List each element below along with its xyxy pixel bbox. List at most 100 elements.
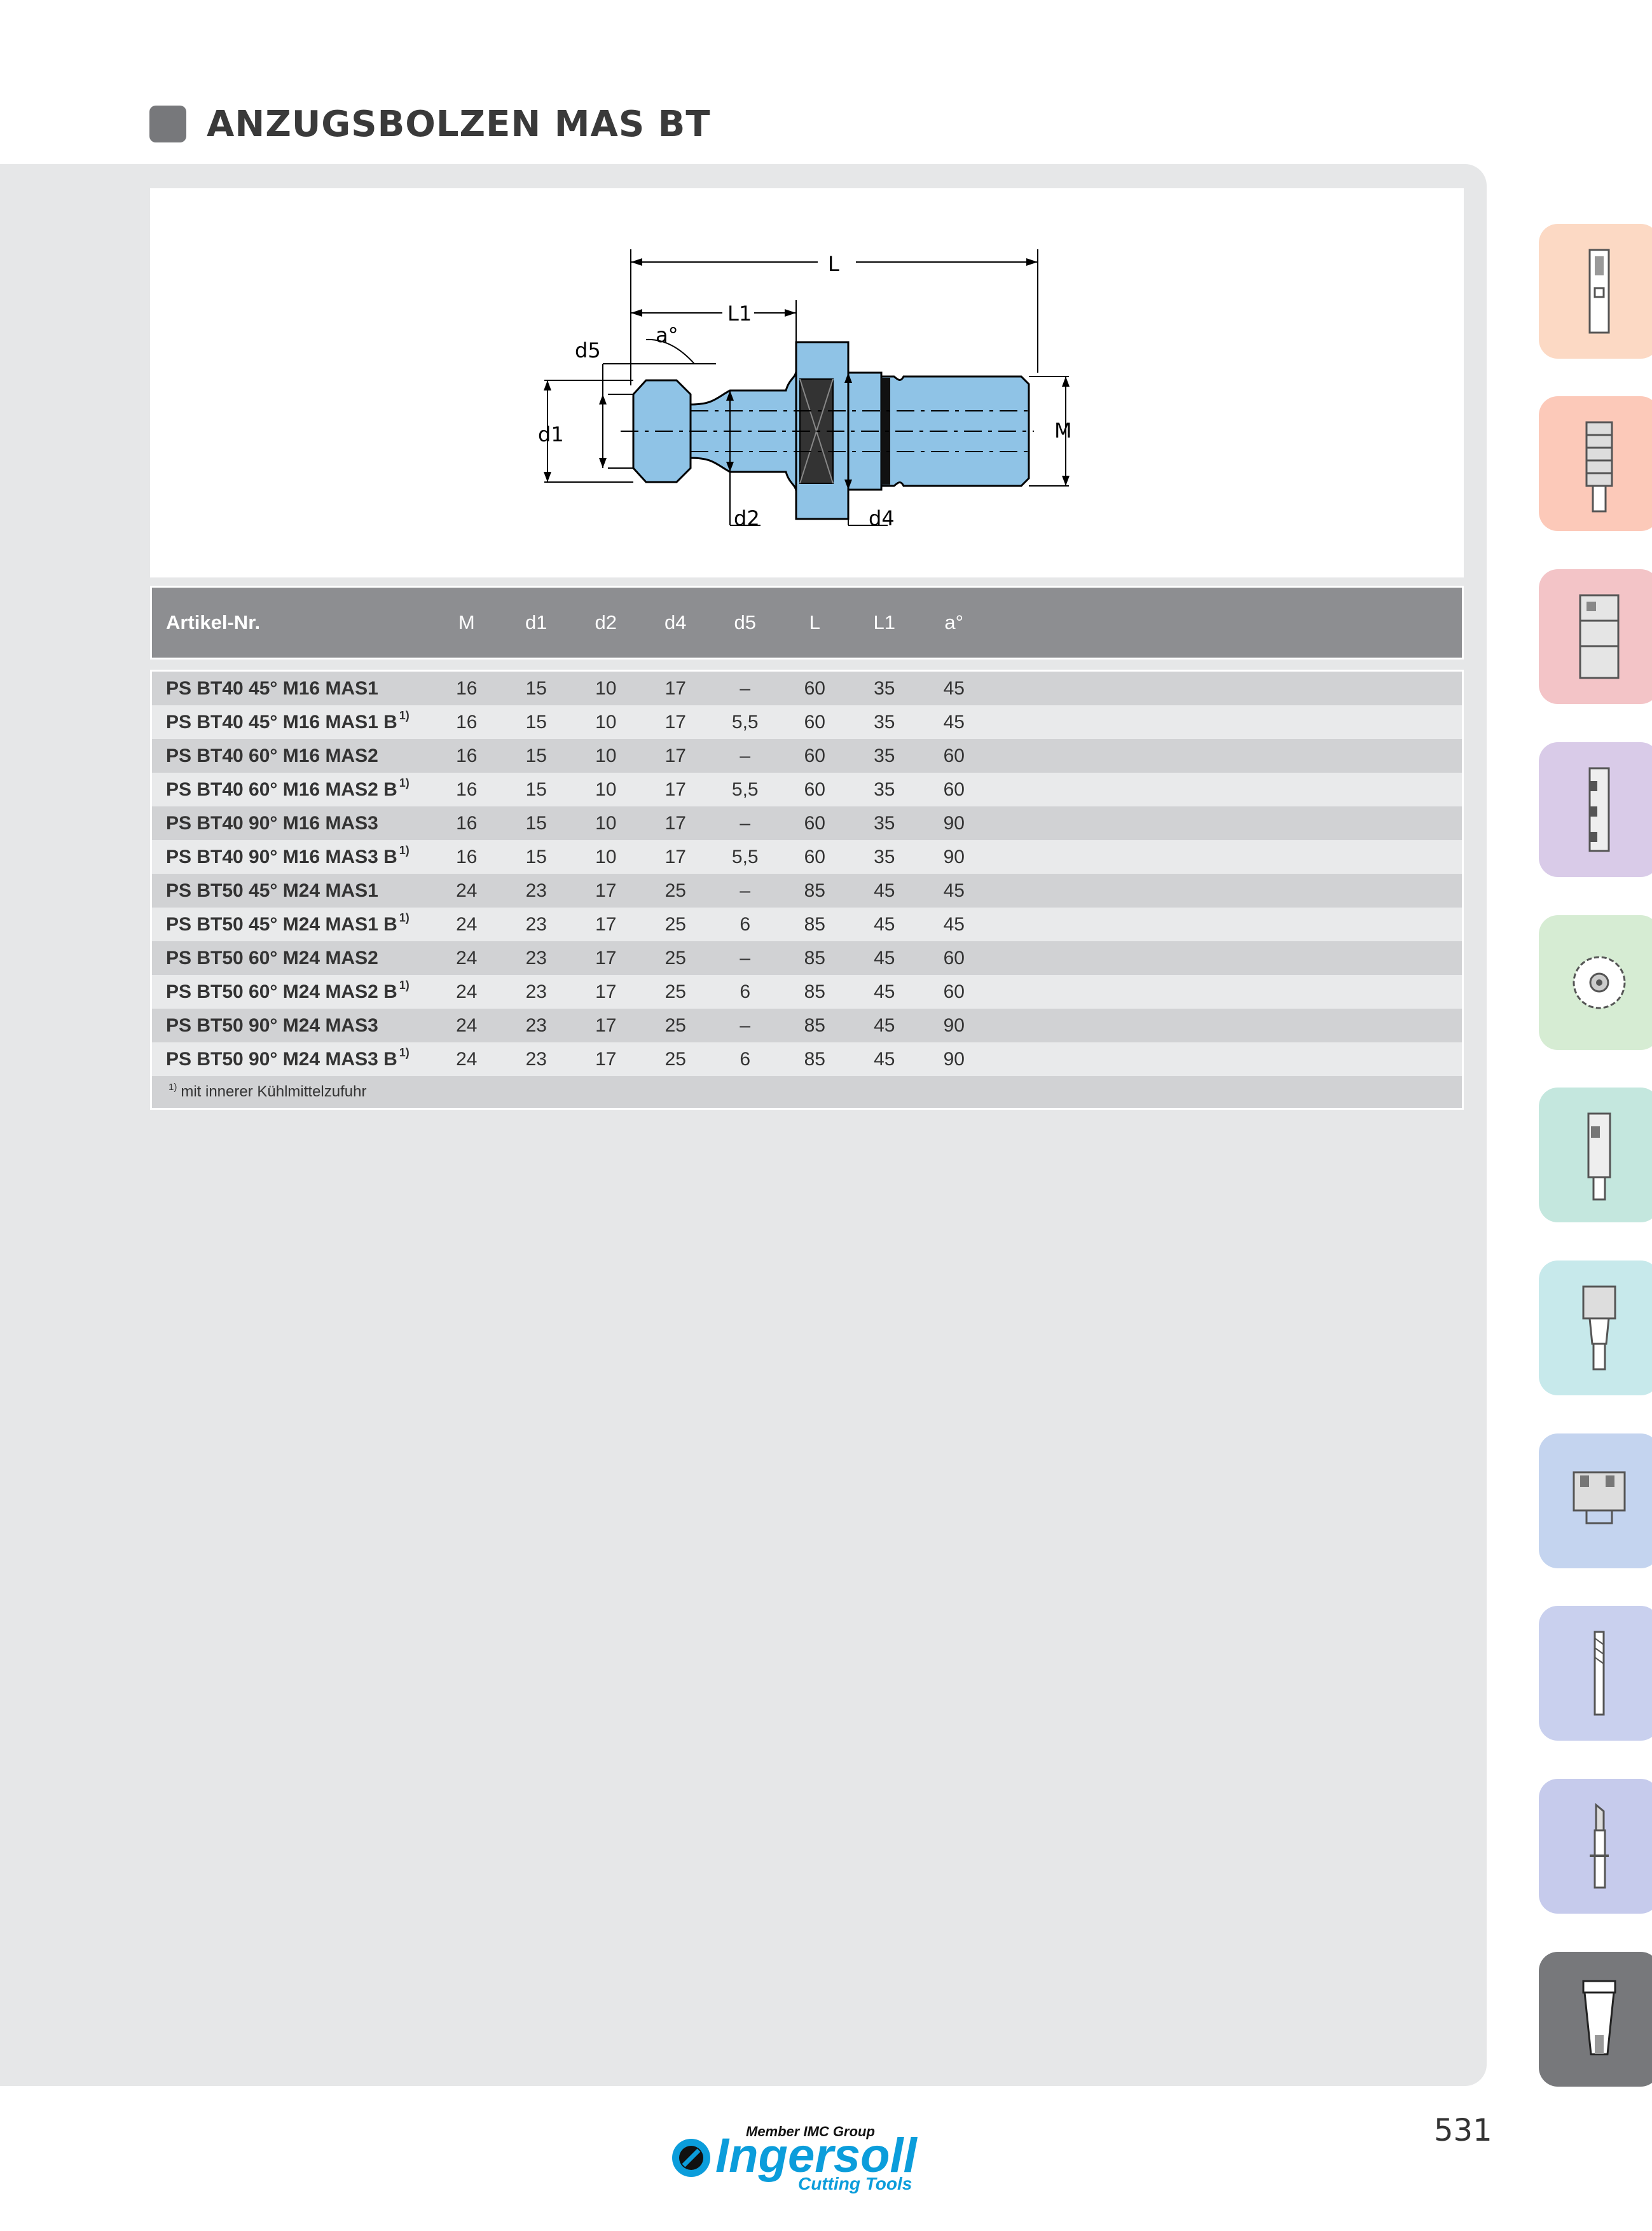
footnote-mark: 1) [399, 843, 410, 857]
page-number: 531 [1434, 2113, 1492, 2148]
cell-m: 24 [456, 1014, 478, 1036]
cell-d4: 25 [664, 981, 686, 1002]
cell-d2: 10 [595, 812, 617, 834]
cell-d1: 23 [525, 981, 547, 1002]
article-number: PS BT40 45° M16 MAS1 [166, 677, 378, 699]
cell-d5: 5,5 [731, 778, 759, 800]
side-tab-6[interactable] [1539, 1088, 1652, 1222]
end-mill-holder-icon [1587, 1112, 1611, 1201]
footnote-mark: 1) [399, 776, 410, 789]
cell-d5: – [740, 1014, 751, 1036]
cell-d4: 17 [664, 711, 686, 733]
footnote-mark: 1) [169, 1081, 177, 1093]
cell-d5: – [740, 677, 751, 699]
cell-d2: 17 [595, 981, 617, 1002]
side-tab-5[interactable] [1539, 915, 1652, 1050]
side-tab-11[interactable] [1539, 1952, 1652, 2087]
cell-d4: 25 [664, 1014, 686, 1036]
article-number: PS BT50 90° M24 MAS3 B [166, 1048, 397, 1070]
cell-d4: 17 [664, 778, 686, 800]
cell-d4: 17 [664, 846, 686, 867]
table-header: Artikel-Nr. M d1 d2 d4 d5 L L1 a° [150, 586, 1464, 660]
side-tab-2[interactable] [1539, 396, 1652, 531]
cell-m: 24 [456, 913, 478, 935]
cell-d4: 17 [664, 745, 686, 766]
side-tab-4[interactable] [1539, 742, 1652, 877]
article-number: PS BT50 45° M24 MAS1 B [166, 913, 397, 935]
header-d2: d2 [595, 611, 617, 633]
side-tab-8[interactable] [1539, 1433, 1652, 1568]
cell-angle: 90 [943, 812, 965, 834]
cell-l1: 45 [874, 981, 895, 1002]
cell-l: 85 [804, 1014, 825, 1036]
label-L1: L1 [727, 301, 752, 326]
boring-head-icon [1582, 1285, 1616, 1371]
label-d2: d2 [734, 506, 760, 530]
cell-angle: 90 [943, 1048, 965, 1070]
cell-l: 60 [804, 812, 825, 834]
label-L: L [828, 252, 839, 276]
header-d4: d4 [664, 611, 687, 633]
cell-d1: 23 [525, 947, 547, 969]
cell-d2: 10 [595, 846, 617, 867]
cell-d4: 17 [664, 677, 686, 699]
cell-l1: 35 [874, 812, 895, 834]
cell-d1: 15 [525, 812, 547, 834]
article-number: PS BT50 45° M24 MAS1 [166, 880, 378, 901]
cell-d5: – [740, 947, 751, 969]
technical-drawing: L L1 a° d5 d1 d2 d4 M [150, 188, 1464, 577]
side-tab-10[interactable] [1539, 1779, 1652, 1914]
cell-d2: 10 [595, 745, 617, 766]
cell-d4: 25 [664, 1048, 686, 1070]
footnote-text: mit innerer Kühlmittelzufuhr [181, 1083, 367, 1100]
side-tab-7[interactable] [1539, 1261, 1652, 1395]
cell-d5: 5,5 [731, 711, 759, 733]
cell-m: 24 [456, 947, 478, 969]
cell-l: 60 [804, 745, 825, 766]
label-d1: d1 [538, 422, 564, 446]
article-number: PS BT40 60° M16 MAS2 B [166, 778, 397, 800]
page-title: ANZUGSBOLZEN MAS BT [207, 103, 711, 145]
side-tab-9[interactable] [1539, 1606, 1652, 1741]
page-header: ANZUGSBOLZEN MAS BT [149, 102, 711, 146]
cell-m: 16 [456, 846, 478, 867]
cell-d5: – [740, 745, 751, 766]
cell-d5: 6 [740, 913, 751, 935]
cell-d5: – [740, 812, 751, 834]
cell-l1: 45 [874, 880, 895, 901]
cell-d4: 17 [664, 812, 686, 834]
article-number: PS BT40 90° M16 MAS3 [166, 812, 378, 834]
table-footnote: 1) mit innerer Kühlmittelzufuhr [152, 1076, 1462, 1108]
cell-d2: 17 [595, 1014, 617, 1036]
cell-l1: 45 [874, 1048, 895, 1070]
footnote-mark: 1) [399, 978, 410, 991]
cell-d1: 23 [525, 1048, 547, 1070]
label-d4: d4 [869, 506, 895, 530]
cell-l: 60 [804, 778, 825, 800]
header-l: L [809, 611, 820, 633]
article-number: PS BT40 60° M16 MAS2 [166, 745, 378, 766]
cell-l: 85 [804, 947, 825, 969]
article-number: PS BT40 90° M16 MAS3 B [166, 846, 397, 867]
side-tab-1[interactable] [1539, 224, 1652, 359]
side-tab-3[interactable] [1539, 569, 1652, 704]
logo-sub: Cutting Tools [798, 2174, 912, 2193]
slot-mill-icon [1588, 767, 1610, 852]
cell-angle: 45 [943, 677, 965, 699]
cell-artikel: PS BT40 45° M16 MAS1 [152, 678, 432, 700]
article-number: PS BT50 90° M24 MAS3 [166, 1014, 378, 1036]
cell-l1: 45 [874, 1014, 895, 1036]
header-m: M [458, 611, 475, 633]
article-table: Artikel-Nr. M d1 d2 d4 d5 L L1 a° PS BT4… [150, 586, 1464, 1110]
cell-d4: 25 [664, 913, 686, 935]
cell-d2: 17 [595, 947, 617, 969]
cell-l1: 35 [874, 778, 895, 800]
